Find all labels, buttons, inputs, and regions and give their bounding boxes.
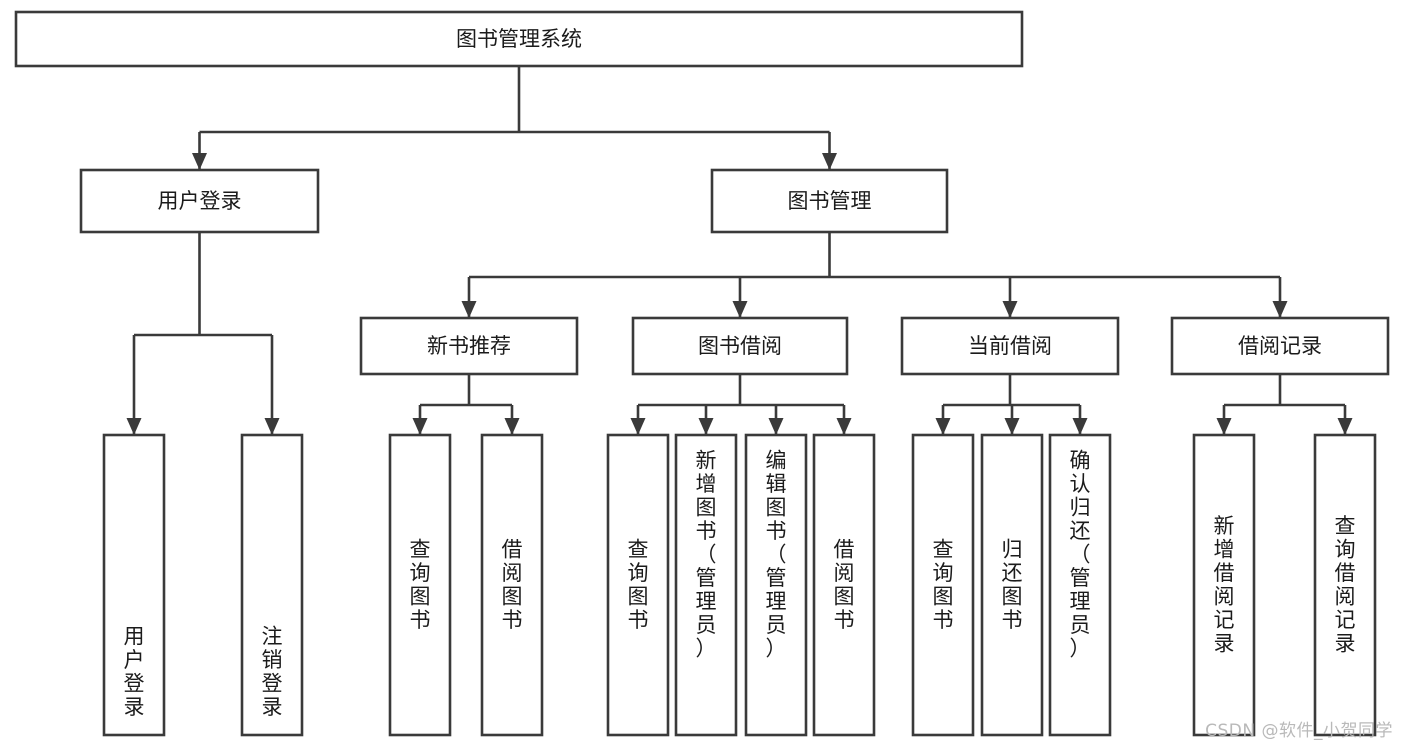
node-box xyxy=(1170,316,1390,376)
node-leaf-10[interactable]: 确认归还（管理员） xyxy=(1048,433,1112,737)
node-label: 图书借阅 xyxy=(698,334,782,358)
node-leaf-1[interactable]: 注销登录 xyxy=(240,433,304,737)
node-leaf-6[interactable]: 编辑图书（管理员） xyxy=(744,433,808,737)
node-box xyxy=(102,433,166,737)
node-label: 查询图书 xyxy=(628,537,649,632)
node-leaf-2[interactable]: 查询图书 xyxy=(388,433,452,737)
arrow-down-icon xyxy=(192,153,207,170)
node-leaf-3[interactable]: 借阅图书 xyxy=(480,433,544,737)
node-level3-图书借阅[interactable]: 图书借阅 xyxy=(631,316,849,376)
node-label: 注销登录 xyxy=(262,624,283,719)
node-leaf-7[interactable]: 借阅图书 xyxy=(812,433,876,737)
node-leaf-8[interactable]: 查询图书 xyxy=(911,433,975,737)
node-leaf-12[interactable]: 查询借阅记录 xyxy=(1313,433,1377,737)
node-label: 图书管理系统 xyxy=(456,27,582,51)
node-label: 用户登录 xyxy=(158,189,242,213)
node-box xyxy=(79,168,320,234)
node-box xyxy=(1048,433,1112,737)
node-leaf-4[interactable]: 查询图书 xyxy=(606,433,670,737)
node-label: 新增借阅记录 xyxy=(1214,514,1235,656)
node-leaf-0[interactable]: 用户登录 xyxy=(102,433,166,737)
arrow-down-icon xyxy=(1272,301,1288,318)
node-label: 查询图书 xyxy=(933,537,954,632)
node-box xyxy=(980,433,1044,737)
node-label: 借阅图书 xyxy=(834,537,855,632)
arrow-down-icon xyxy=(836,418,852,435)
arrow-down-icon xyxy=(1072,418,1088,435)
node-label: 借阅记录 xyxy=(1238,334,1322,358)
arrow-down-icon xyxy=(1216,418,1232,435)
connector-layer xyxy=(126,66,1353,435)
node-label: 当前借阅 xyxy=(968,334,1052,358)
node-label: 新增图书（管理员） xyxy=(696,448,717,660)
arrow-down-icon xyxy=(1004,418,1020,435)
arrow-down-icon xyxy=(1337,418,1353,435)
watermark-text: CSDN @软件_小贺同学 xyxy=(1205,721,1393,741)
node-box xyxy=(744,433,808,737)
node-level3-当前借阅[interactable]: 当前借阅 xyxy=(900,316,1120,376)
node-box xyxy=(240,433,304,737)
node-box xyxy=(14,10,1024,68)
node-label: 用户登录 xyxy=(124,624,145,719)
arrow-down-icon xyxy=(768,418,784,435)
node-box xyxy=(606,433,670,737)
node-label: 借阅图书 xyxy=(502,537,523,632)
node-leaf-5[interactable]: 新增图书（管理员） xyxy=(674,433,738,737)
node-box xyxy=(359,316,579,376)
node-box xyxy=(900,316,1120,376)
node-box xyxy=(480,433,544,737)
arrow-down-icon xyxy=(504,418,520,435)
arrow-down-icon xyxy=(126,418,142,435)
arrow-down-icon xyxy=(822,153,837,170)
arrow-down-icon xyxy=(412,418,428,435)
node-label: 新书推荐 xyxy=(427,334,511,358)
node-box xyxy=(631,316,849,376)
arrow-down-icon xyxy=(935,418,951,435)
node-box xyxy=(674,433,738,737)
node-root-图书管理系统[interactable]: 图书管理系统 xyxy=(14,10,1024,68)
node-label: 归还图书 xyxy=(1002,537,1023,632)
arrow-down-icon xyxy=(732,301,748,318)
arrow-down-icon xyxy=(264,418,280,435)
node-level3-新书推荐[interactable]: 新书推荐 xyxy=(359,316,579,376)
arrow-down-icon xyxy=(461,301,477,318)
node-leaf-9[interactable]: 归还图书 xyxy=(980,433,1044,737)
node-label: 查询借阅记录 xyxy=(1335,514,1356,656)
node-box xyxy=(812,433,876,737)
node-label: 编辑图书（管理员） xyxy=(766,448,787,660)
node-box xyxy=(1192,433,1256,737)
arrow-down-icon xyxy=(698,418,714,435)
node-level2-图书管理[interactable]: 图书管理 xyxy=(710,168,949,234)
node-leaf-11[interactable]: 新增借阅记录 xyxy=(1192,433,1256,737)
arrow-down-icon xyxy=(1002,301,1018,318)
node-box xyxy=(388,433,452,737)
node-label: 确认归还（管理员） xyxy=(1070,448,1091,660)
node-box xyxy=(911,433,975,737)
node-label: 图书管理 xyxy=(788,189,872,213)
node-box xyxy=(710,168,949,234)
node-level3-借阅记录[interactable]: 借阅记录 xyxy=(1170,316,1390,376)
arrow-down-icon xyxy=(630,418,646,435)
node-label: 查询图书 xyxy=(410,537,431,632)
node-box xyxy=(1313,433,1377,737)
node-layer: 图书管理系统用户登录图书管理新书推荐图书借阅当前借阅借阅记录用户登录注销登录查询… xyxy=(14,10,1390,737)
node-level2-用户登录[interactable]: 用户登录 xyxy=(79,168,320,234)
